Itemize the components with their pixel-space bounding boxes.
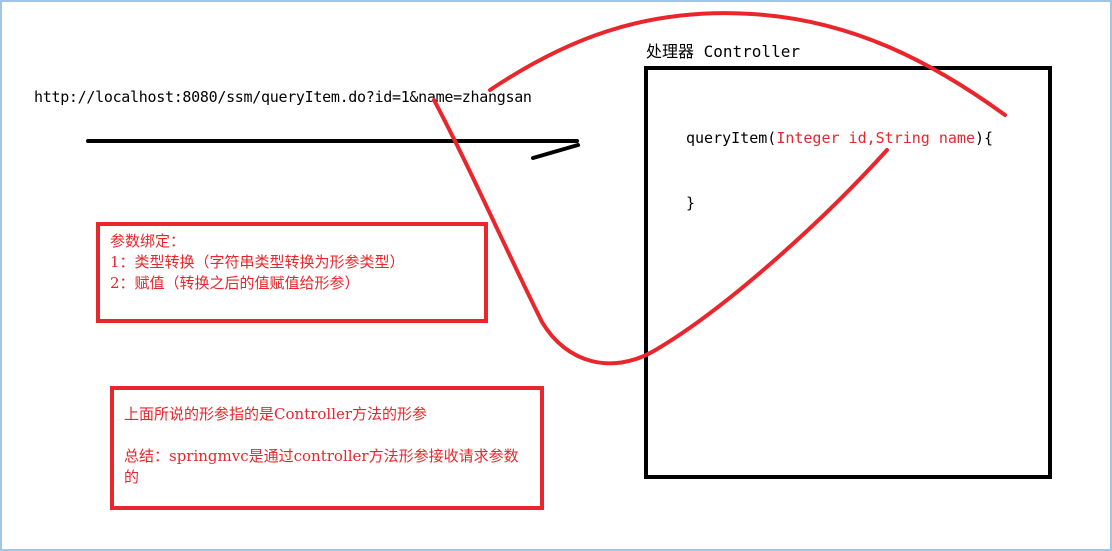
summary-note: 上面所说的形参指的是Controller方法的形参 总结：springmvc是通… [110,386,544,510]
method-signature: queryItem(Integer id,String name){ [686,129,993,147]
summary-line-1: 上面所说的形参指的是Controller方法的形参 [124,405,428,423]
controller-box [644,66,1052,479]
method-params: Integer id,String name [776,129,975,147]
arrow-head [531,143,580,160]
method-open-brace: ){ [975,129,994,147]
summary-line-2: 总结：springmvc是通过controller方法形参接收请求参数的 [124,447,519,486]
binding-title: 参数绑定： [110,232,186,250]
method-close-brace: } [686,194,696,212]
controller-title: 处理器 Controller [646,42,800,61]
method-name: queryItem( [686,129,777,147]
binding-line-1: 1：类型转换（字符串类型转换为形参类型） [110,253,405,271]
binding-line-2: 2：赋值（转换之后的值赋值给形参） [110,274,360,292]
request-url: http://localhost:8080/ssm/queryItem.do?i… [34,88,532,106]
param-binding-note: 参数绑定： 1：类型转换（字符串类型转换为形参类型） 2：赋值（转换之后的值赋值… [96,222,488,323]
